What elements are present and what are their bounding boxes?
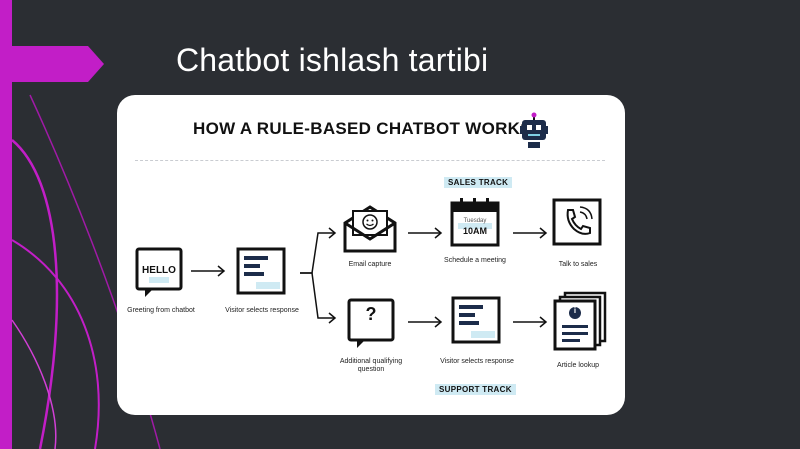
label-email-capture: Email capture [348, 261, 392, 268]
label-visitor-selects-1: Visitor selects response [225, 307, 299, 314]
infographic-card: HOW A RULE-BASED CHATBOT WORKS SALES TRA… [117, 95, 625, 415]
phone-icon [552, 198, 602, 246]
question-bubble-icon [347, 298, 395, 348]
arrow-right-icon [408, 227, 443, 239]
support-track-tag: SUPPORT TRACK [435, 384, 516, 395]
arrow-right-icon [513, 227, 548, 239]
hello-bubble-icon [135, 247, 183, 297]
label-greeting: Greeting from chatbot [127, 307, 195, 314]
label-schedule-meeting: Schedule a meeting [444, 257, 506, 264]
infographic-heading: HOW A RULE-BASED CHATBOT WORKS [193, 119, 532, 138]
sales-track-tag: SALES TRACK [444, 177, 513, 188]
article-info-mark: i [573, 306, 577, 315]
calendar-time: 10AM [462, 226, 487, 236]
arrow-right-icon [513, 316, 548, 328]
label-additional-question: Additional qualifying question [339, 358, 403, 373]
slide-title: Chatbot ishlash tartibi [176, 42, 489, 78]
calendar-day: Tuesday [463, 218, 487, 224]
label-talk-to-sales: Talk to sales [558, 261, 598, 268]
question-mark: ? [365, 304, 377, 324]
branch-arrows-icon [300, 227, 337, 324]
arrow-right-icon [191, 265, 226, 277]
response-form-icon [451, 296, 501, 344]
accent-bar [0, 0, 12, 449]
label-article-lookup: Article lookup [556, 362, 600, 369]
hello-text: HELLO [142, 265, 176, 276]
label-visitor-selects-2: Visitor selects response [440, 358, 514, 365]
arrow-right-icon [408, 316, 443, 328]
article-stack-icon [553, 291, 607, 351]
calendar-icon [450, 198, 500, 247]
heading-divider [135, 160, 605, 161]
response-form-icon [236, 247, 286, 295]
email-envelope-icon [343, 205, 397, 253]
robot-icon [520, 112, 548, 148]
